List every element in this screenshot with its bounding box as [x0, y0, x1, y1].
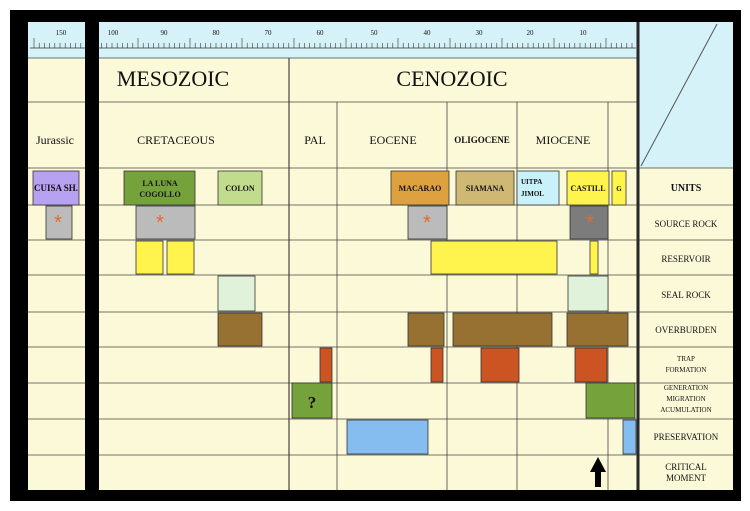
unit-la-luna-box: [123, 170, 196, 206]
row-label-acumulation: ACUMULATION: [660, 406, 711, 414]
reservoir-row: [135, 240, 599, 275]
row-label-reservoir: RESERVOIR: [661, 254, 710, 264]
overburden-block: [452, 312, 553, 347]
scale-label: 20: [527, 29, 535, 37]
asterisk-icon: *: [423, 212, 431, 234]
row-label-preservation: PRESERVATION: [654, 432, 719, 442]
scale-label: 10: [580, 29, 588, 37]
unit-cuisa-label: CUISA SH.: [34, 183, 78, 193]
scale-label: 60: [317, 29, 325, 37]
source-rock-la-luna: [135, 205, 196, 240]
reservoir-block: [589, 240, 599, 275]
unit-g-box: [611, 170, 627, 206]
period-oligocene: OLIGOCENE: [454, 135, 510, 145]
row-label-trap: TRAP: [677, 355, 695, 363]
arrow-up-icon: [590, 457, 606, 487]
unit-macarao-box: [390, 170, 450, 206]
reservoir-block: [430, 240, 558, 275]
source-rock-cuisa: [45, 205, 73, 240]
row-label-migration: MIGRATION: [666, 395, 705, 403]
period-pal: PAL: [304, 133, 326, 147]
unit-colon-box: [217, 170, 263, 206]
scale-label: 40: [424, 29, 432, 37]
legend-header-box: [639, 22, 733, 168]
reservoir-block: [166, 240, 195, 275]
overburden-row: [217, 312, 629, 347]
row-label-formation: FORMATION: [666, 366, 707, 374]
unit-jimol-label: JIMOL: [521, 190, 544, 198]
source-rock-row: * * * *: [45, 205, 609, 240]
reservoir-block: [135, 240, 164, 275]
time-gap-bar: [85, 22, 99, 490]
asterisk-icon: *: [586, 212, 594, 234]
overburden-block: [217, 312, 263, 347]
row-label-overburden: OVERBURDEN: [655, 325, 717, 335]
unit-uitpa-label: UITPA: [521, 178, 542, 186]
scale-label: 150: [56, 29, 67, 37]
unit-macarao-label: MACARAO: [399, 184, 442, 193]
unit-cogollo-label: COGOLLO: [139, 190, 180, 199]
unit-la-luna-label: LA LUNA: [142, 179, 178, 188]
row-label-generation: GENERATION: [664, 384, 708, 392]
unit-siamana-box: [455, 170, 515, 206]
unit-cuisa-box: [32, 170, 80, 206]
unit-castill-box: [566, 170, 610, 206]
unit-castill-label: CASTILL: [570, 184, 605, 193]
period-eocene: EOCENE: [369, 133, 416, 147]
scale-label: 100: [108, 29, 119, 37]
period-cretaceous: CRETACEOUS: [137, 133, 215, 147]
overburden-block: [407, 312, 445, 347]
time-scale-bar: [28, 22, 637, 58]
era-mesozoic: MESOZOIC: [117, 66, 229, 91]
trap-block: [574, 347, 608, 383]
row-label-units: UNITS: [671, 183, 702, 194]
seal-rock-block: [567, 275, 609, 312]
legend-diagonal-line: [640, 23, 718, 167]
generation-block-miocene: [585, 382, 636, 419]
scale-label: 90: [161, 29, 169, 37]
seal-rock-block: [217, 275, 256, 312]
asterisk-icon: *: [156, 212, 164, 234]
row-label-moment: MOMENT: [666, 473, 707, 483]
row-labels: UNITS SOURCE ROCK RESERVOIR SEAL ROCK OV…: [654, 183, 719, 483]
row-label-critical: CRITICAL: [665, 462, 707, 472]
trap-block: [430, 347, 444, 383]
trap-block: [319, 347, 333, 383]
era-cenozoic: CENOZOIC: [396, 66, 507, 91]
generation-block-pal: [291, 382, 333, 419]
question-mark: ?: [308, 393, 317, 412]
preservation-row: [346, 419, 637, 455]
time-scale-labels: 150 100 90 80 70 60 50 40 30 20 10: [56, 29, 587, 37]
asterisk-icon: *: [54, 212, 62, 234]
seal-rock-row: [217, 275, 609, 312]
unit-uitpa-box: [516, 170, 560, 206]
critical-moment-arrow-icon: [590, 457, 606, 487]
unit-colon-label: COLON: [225, 184, 255, 193]
trap-block: [480, 347, 520, 383]
unit-g-label: G: [616, 185, 622, 193]
period-jurassic: Jurassic: [36, 133, 74, 147]
row-label-seal-rock: SEAL ROCK: [661, 290, 711, 300]
row-label-source-rock: SOURCE ROCK: [655, 219, 718, 229]
source-rock-macarao: [407, 205, 448, 240]
preservation-block: [622, 419, 637, 455]
scale-label: 80: [213, 29, 221, 37]
units-row: CUISA SH. LA LUNA COGOLLO COLON MACARAO …: [32, 170, 627, 206]
period-miocene: MIOCENE: [536, 133, 591, 147]
source-rock-castill: [569, 205, 609, 240]
scale-label: 30: [476, 29, 484, 37]
unit-siamana-label: SIAMANA: [466, 184, 504, 193]
overburden-block: [566, 312, 629, 347]
scale-label: 50: [371, 29, 379, 37]
preservation-block: [346, 419, 429, 455]
scale-label: 70: [265, 29, 273, 37]
trap-formation-row: [319, 347, 608, 383]
generation-row: ?: [291, 382, 636, 419]
